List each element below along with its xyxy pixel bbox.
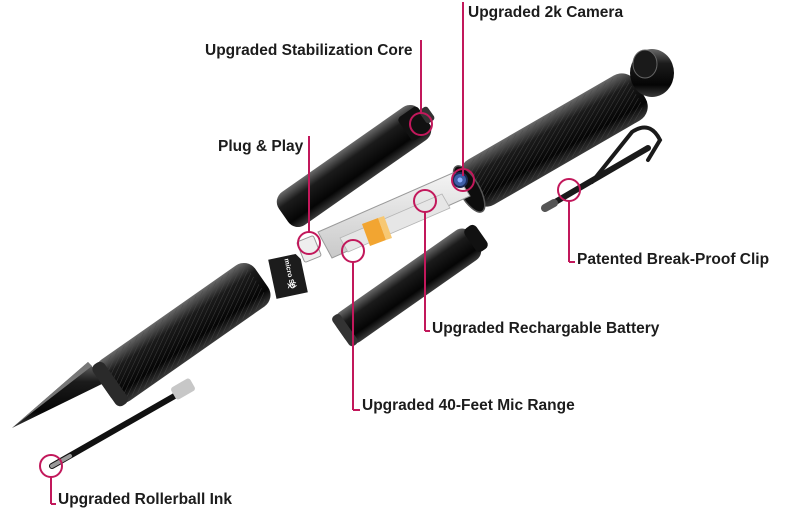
label-rollerball-ink: Upgraded Rollerball Ink xyxy=(58,491,232,508)
label-clip: Patented Break-Proof Clip xyxy=(577,251,770,268)
clip-marker xyxy=(557,178,581,202)
battery-marker xyxy=(413,189,437,213)
stabilization-marker xyxy=(409,112,433,136)
end-cap xyxy=(630,49,674,97)
camera-marker xyxy=(451,168,475,192)
label-battery: Upgraded Rechargable Battery xyxy=(432,320,660,337)
plug-marker xyxy=(297,231,321,255)
ink-marker xyxy=(39,454,63,478)
label-plug-and-play: Plug & Play xyxy=(218,138,304,155)
front-barrel xyxy=(92,262,271,407)
pen-tip-cone xyxy=(12,362,106,428)
battery-tube xyxy=(332,224,488,347)
microsd-type-text: XC xyxy=(287,281,298,290)
mic-marker xyxy=(341,239,365,263)
label-stabilization: Upgraded Stabilization Core xyxy=(205,42,413,59)
label-camera: Upgraded 2k Camera xyxy=(468,4,624,21)
callout-lines xyxy=(39,2,581,505)
label-mic-range: Upgraded 40-Feet Mic Range xyxy=(362,397,575,414)
microsd-card: micro SD XC xyxy=(268,253,308,299)
